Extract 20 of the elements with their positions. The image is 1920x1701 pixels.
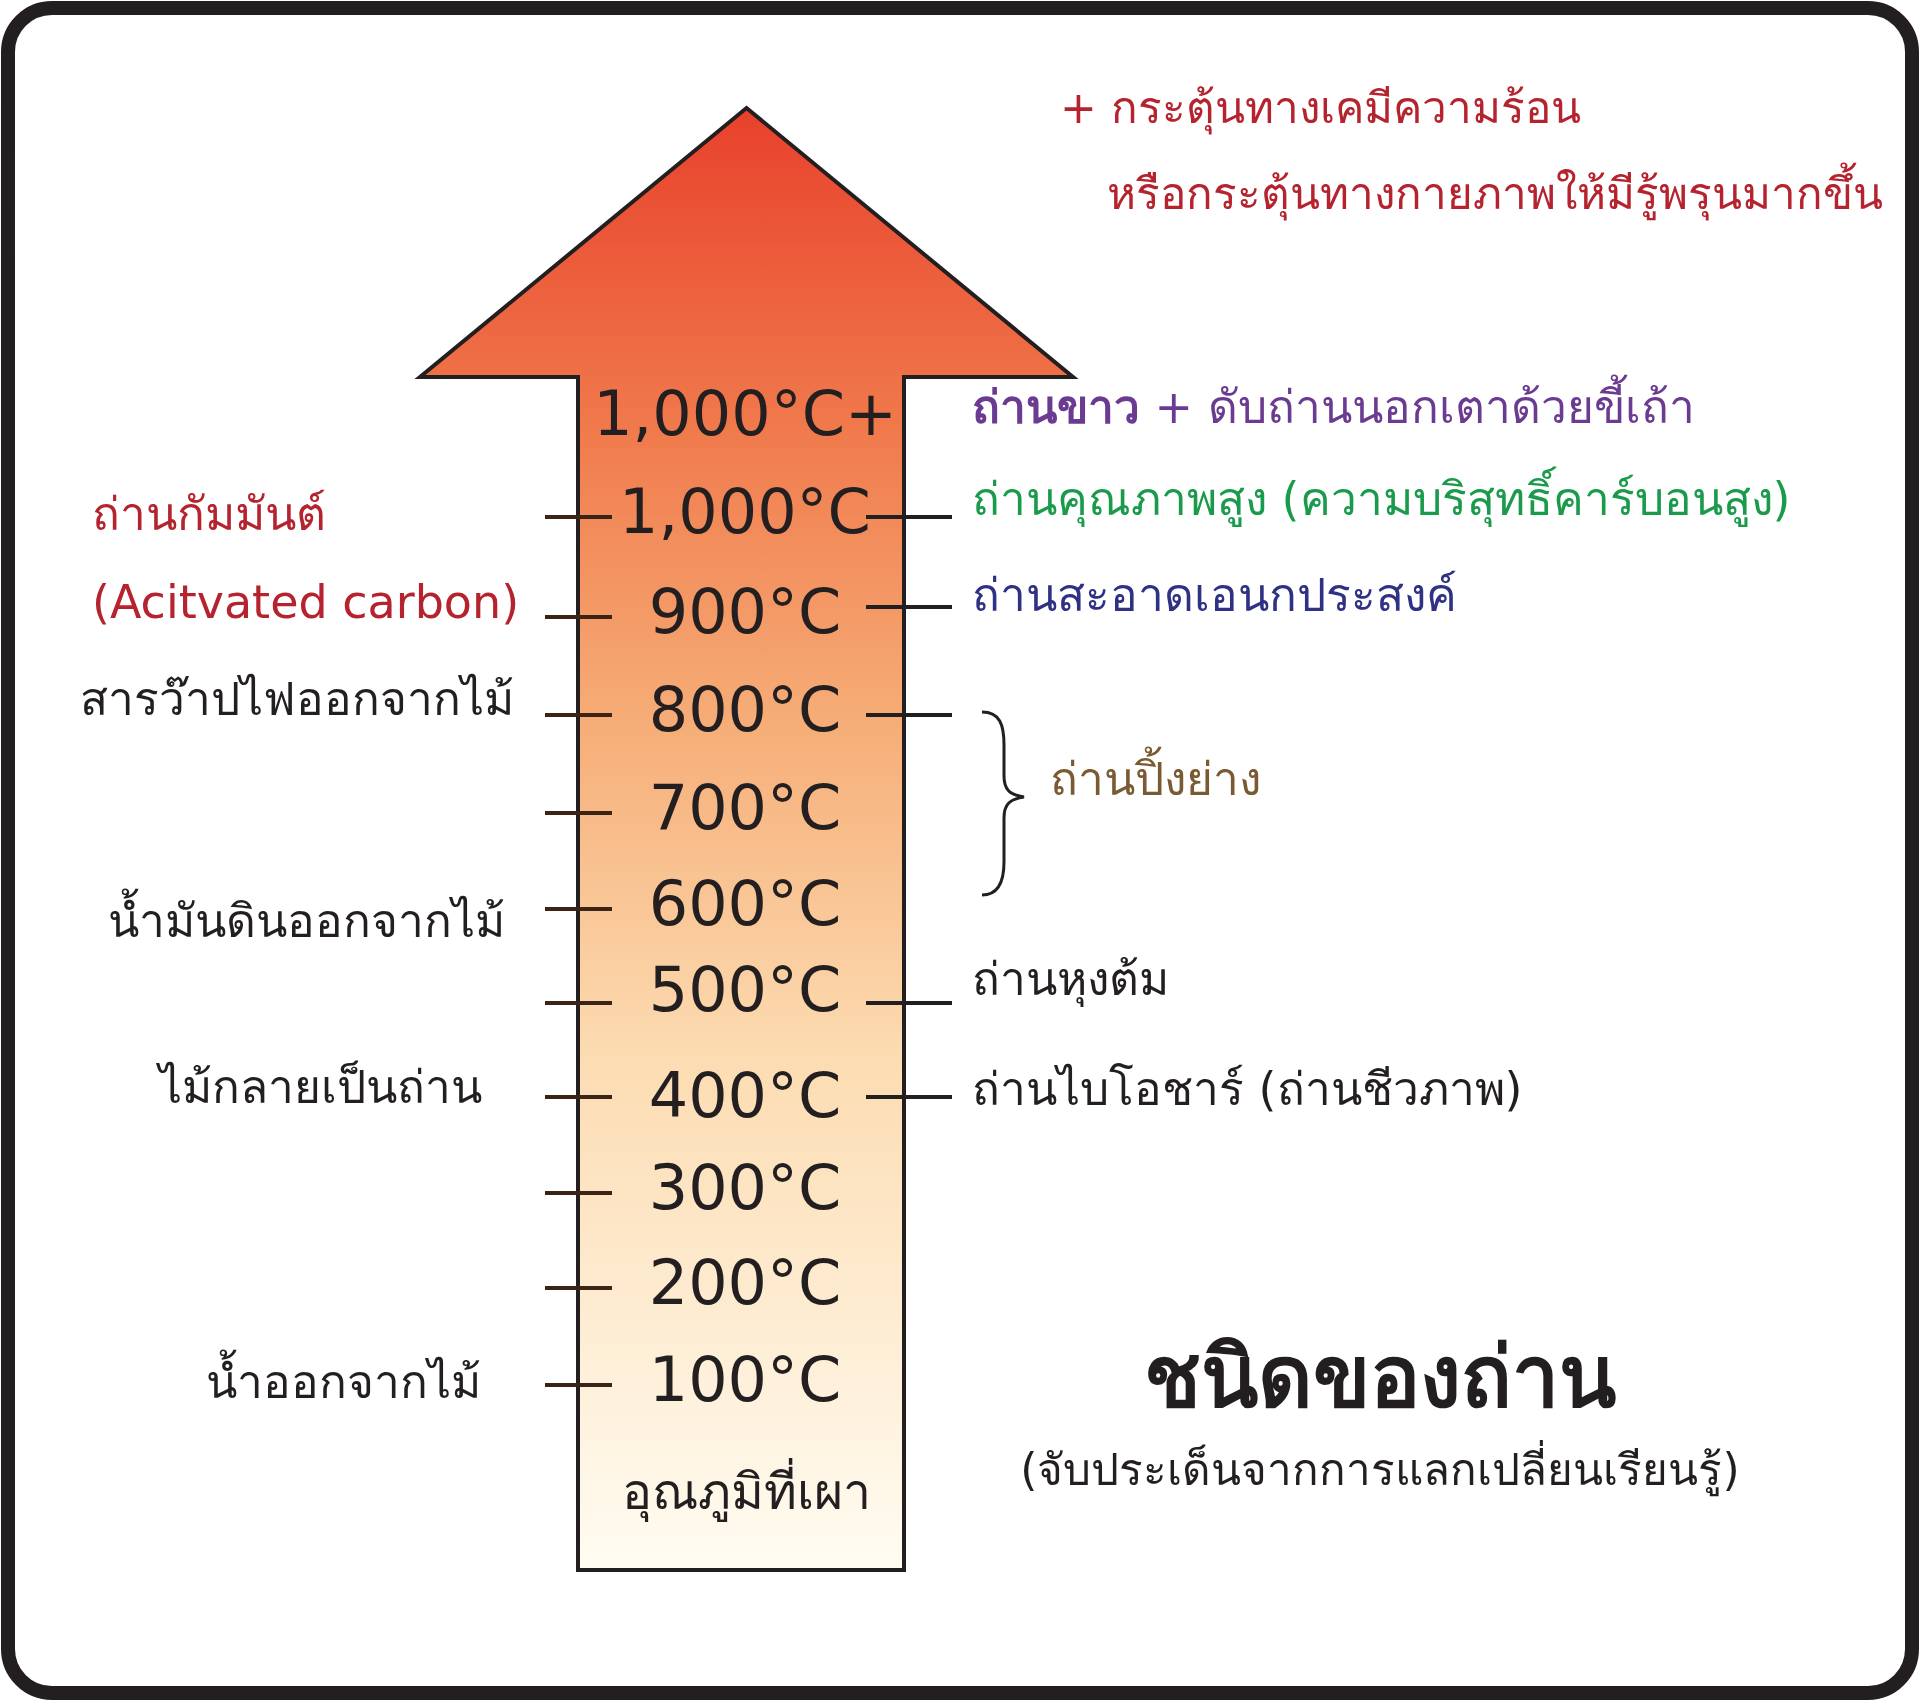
- process-label: สารว๊าปไฟออกจากไม้: [80, 671, 514, 729]
- charcoal-type-label: ถ่านไบโอชาร์ (ถ่านชีวภาพ): [972, 1061, 1523, 1119]
- annotation-text: + กระตุ้นทางเคมีความร้อน: [1060, 81, 1581, 137]
- charcoal-type-label: ถ่านสะอาดเอนกประสงค์: [972, 567, 1457, 625]
- process-label: ถ่านกัมมันต์: [92, 486, 326, 544]
- temperature-label: 1,000°C: [619, 473, 871, 550]
- temperature-label: 100°C: [648, 1341, 842, 1418]
- caption: (จับประเด็นจากการแลกเปลี่ยนเรียนรู้): [1020, 1441, 1740, 1499]
- temperature-label: 600°C: [648, 865, 842, 942]
- temperature-label: 200°C: [648, 1244, 842, 1321]
- temperature-label: 800°C: [648, 671, 842, 748]
- temperature-label: 700°C: [648, 769, 842, 846]
- temperature-label: 900°C: [648, 573, 842, 650]
- charcoal-type-label: ถ่านหุงต้ม: [972, 951, 1169, 1009]
- temperature-label: 500°C: [648, 951, 842, 1028]
- temperature-label: 400°C: [648, 1057, 842, 1134]
- temperature-label: 1,000°C+: [593, 375, 897, 452]
- title: ชนิดของถ่าน: [1144, 1327, 1616, 1429]
- process-label: (Acitvated carbon): [92, 574, 520, 632]
- temperature-label: 300°C: [648, 1149, 842, 1226]
